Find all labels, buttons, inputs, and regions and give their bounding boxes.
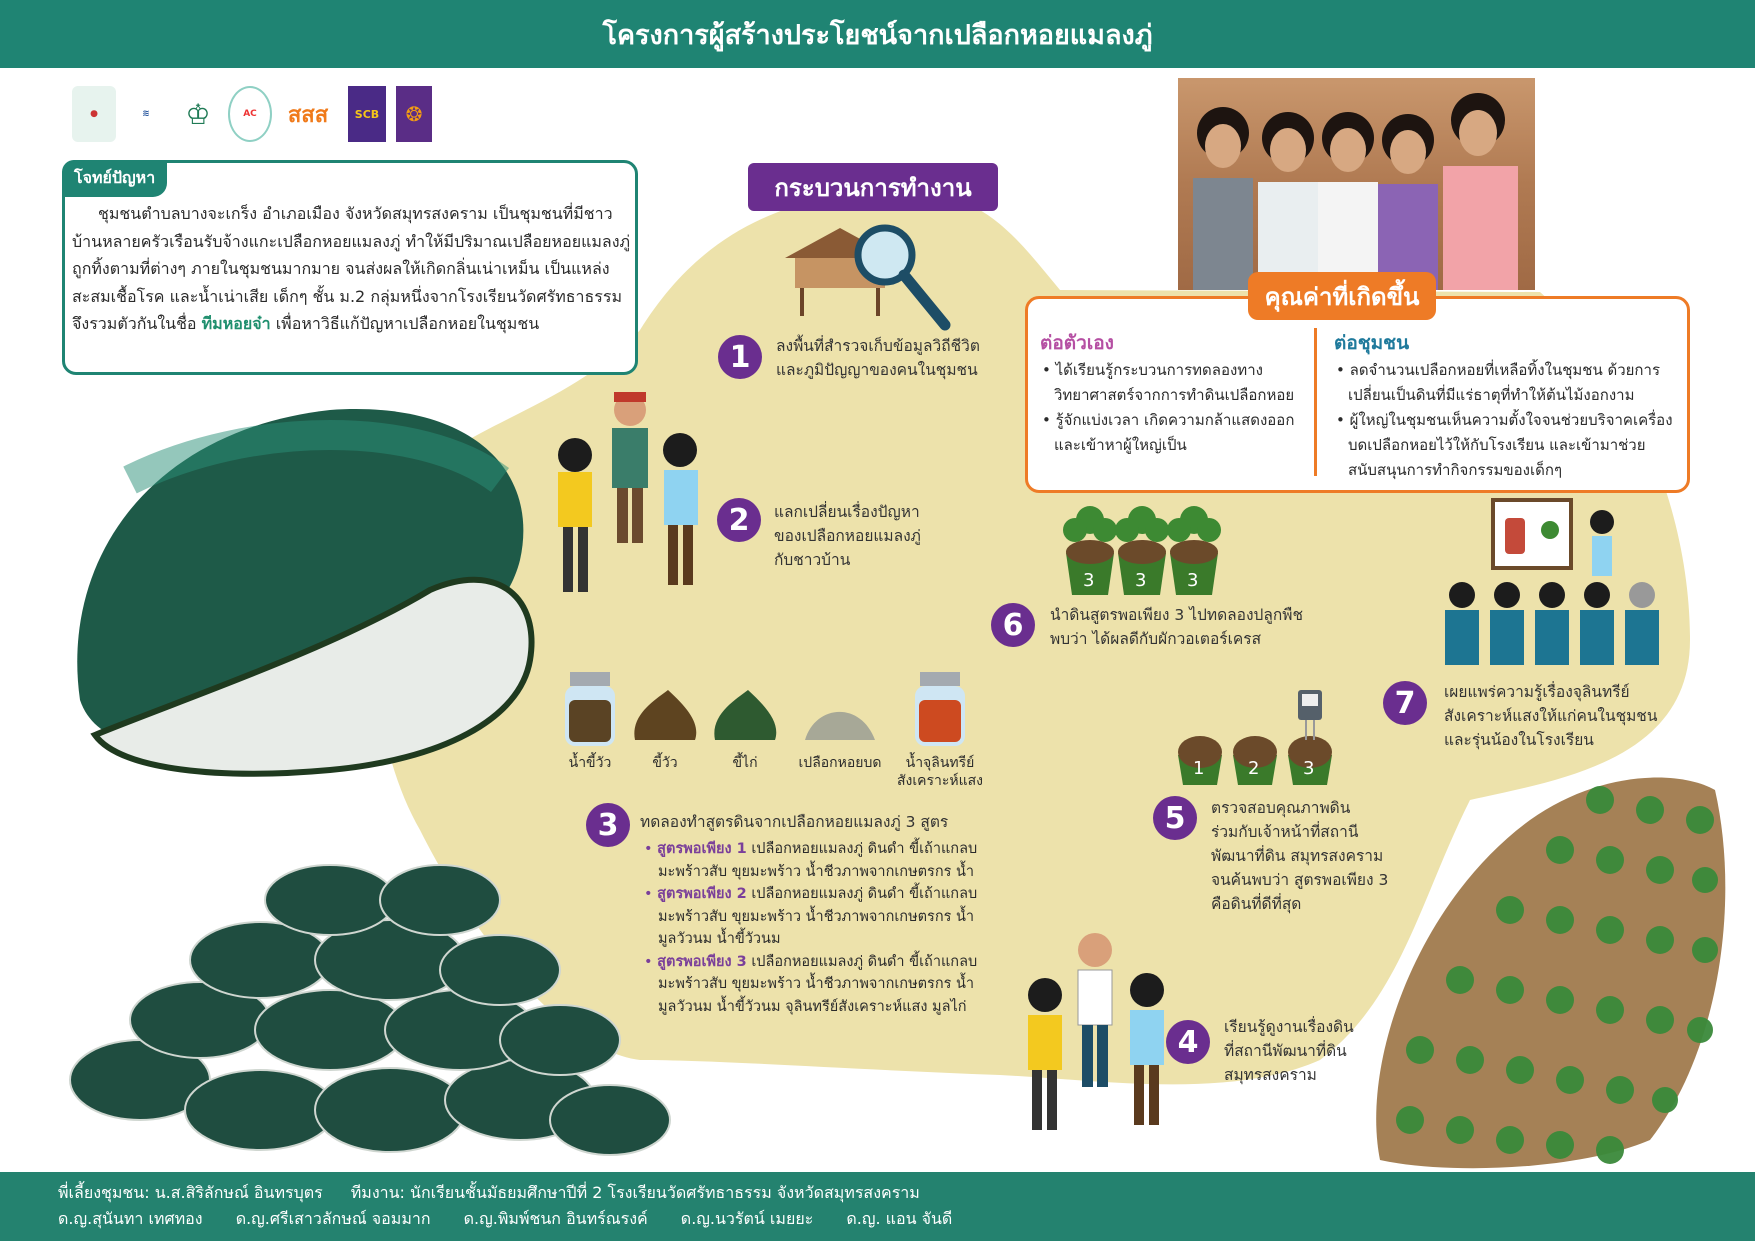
plant-pot-label: 3 (1135, 570, 1147, 591)
formula-item: สูตรพอเพียง 3 เปลือกหอยแมลงภู่ ดินดำ ขี้… (642, 951, 982, 1019)
values-community: ต่อชุมชน ลดจำนวนเปลือกหอยที่เหลือทิ้งในช… (1334, 328, 1679, 483)
values-self-title: ต่อตัวเอง (1040, 332, 1114, 354)
logo-sor: ≋ (142, 109, 150, 119)
logo-thaihealth: สสส (287, 102, 329, 128)
logo-thailand-active-citizen: AC (228, 86, 272, 142)
problem-text-after: เพื่อหาวิธีแก้ปัญหาเปลือกหอยในชุมชน (270, 314, 540, 333)
values-self: ต่อตัวเอง ได้เรียนรู้กระบวนการทดลองทางวิ… (1040, 328, 1310, 458)
step-text: ทดลองทำสูตรดินจากเปลือกหอยแมลงภู่ 3 สูตร (640, 813, 949, 831)
ingredient-label: น้ำจุลินทรีย์ สังเคราะห์แสง (896, 755, 984, 789)
step-text: ลงพื้นที่สำรวจเก็บข้อมูลวิถีชีวิต และภูม… (776, 337, 980, 379)
footer-member: ด.ญ.สุนันทา เทศทอง (58, 1209, 203, 1228)
logo-active-citizen: ● (72, 86, 116, 142)
step-number: 6 (991, 603, 1035, 647)
values-community-title: ต่อชุมชน (1334, 332, 1410, 354)
footer-member: ด.ญ.พิมพ์ชนก อินทร์ณรงค์ (463, 1209, 648, 1228)
step-text: นำดินสูตรพอเพียง 3 ไปทดลองปลูกพืช พบว่า … (1050, 606, 1303, 648)
page-title: โครงการผู้สร้างประโยชน์จากเปลือกหอยแมลงภ… (0, 0, 1755, 68)
ingredient-label: ขี้วัว (652, 755, 678, 771)
footer-member: ด.ญ. แอน จันดี (846, 1209, 953, 1228)
pot-label: 2 (1248, 758, 1260, 779)
ingredient-label: เปลือกหอยบด (798, 755, 882, 771)
pot-label: 1 (1193, 758, 1205, 779)
logo-children-council: ❂ (396, 86, 432, 142)
team-photo (1178, 78, 1535, 290)
ingredient-label: น้ำขี้วัว (568, 755, 612, 771)
step-number: 7 (1383, 681, 1427, 725)
problem-text-before: ชุมชนตำบลบางจะเกร็ง อำเภอเมือง จังหวัดสม… (72, 204, 631, 333)
formula-list: สูตรพอเพียง 1 เปลือกหอยแมลงภู่ ดินดำ ขี้… (642, 838, 982, 1018)
footer-member: ด.ญ.ศรีเสาวลักษณ์ จอมมาก (235, 1209, 431, 1228)
logo-silpakorn: ♔ (185, 97, 211, 131)
formula-item: สูตรพอเพียง 2 เปลือกหอยแมลงภู่ ดินดำ ขี้… (642, 883, 982, 951)
values-community-item: ลดจำนวนเปลือกหอยที่เหลือทิ้งในชุมชน ด้วย… (1334, 358, 1679, 408)
values-community-item: ผู้ใหญ่ในชุมชนเห็นความตั้งใจจนช่วยบริจาค… (1334, 408, 1679, 483)
values-self-item: ได้เรียนรู้กระบวนการทดลองทางวิทยาศาสตร์จ… (1040, 358, 1310, 408)
values-divider (1314, 328, 1317, 476)
step-text: เผยแพร่ความรู้เรื่องจุลินทรีย์ สังเคราะห… (1444, 683, 1658, 749)
footer-mentor: พี่เลี้ยงชุมชน: น.ส.สิริลักษณ์ อินทรบุตร (58, 1183, 323, 1202)
step-number: 2 (717, 498, 761, 542)
values-self-item: รู้จักแบ่งเวลา เกิดความกล้าแสดงออกและเข้… (1040, 408, 1310, 458)
ingredient-label: ขี้ไก่ (732, 755, 758, 771)
step-text: แลกเปลี่ยนเรื่องปัญหา ของเปลือกหอยแมลงภู… (774, 503, 921, 569)
step-text: ตรวจสอบคุณภาพดิน ร่วมกับเจ้าหน้าที่สถานี… (1211, 799, 1389, 913)
footer-team: ทีมงาน: นักเรียนชั้นมัธยมศึกษาปีที่ 2 โร… (350, 1183, 920, 1202)
problem-tag: โจทย์ปัญหา (62, 160, 168, 197)
step-number: 1 (718, 335, 762, 379)
plant-pot-label: 3 (1187, 570, 1199, 591)
values-tag: คุณค่าที่เกิดขึ้น (1248, 272, 1436, 320)
team-name: ทีมหอยจ๋า (201, 314, 271, 333)
problem-text: ชุมชนตำบลบางจะเกร็ง อำเภอเมือง จังหวัดสม… (72, 200, 632, 338)
step-number: 4 (1166, 1020, 1210, 1064)
step-text: เรียนรู้ดูงานเรื่องดิน ที่สถานีพัฒนาที่ด… (1224, 1018, 1354, 1084)
process-tag: กระบวนการทำงาน (748, 163, 998, 211)
logo-scb: SCB (348, 86, 386, 142)
formula-item: สูตรพอเพียง 1 เปลือกหอยแมลงภู่ ดินดำ ขี้… (642, 838, 982, 883)
footer: พี่เลี้ยงชุมชน: น.ส.สิริลักษณ์ อินทรบุตร… (0, 1172, 1755, 1241)
plant-pot-label: 3 (1083, 570, 1095, 591)
step-number: 3 (586, 803, 630, 847)
footer-member: ด.ญ.นวรัตน์ เมยยะ (680, 1209, 814, 1228)
step-number: 5 (1153, 796, 1197, 840)
pot-label: 3 (1303, 758, 1315, 779)
